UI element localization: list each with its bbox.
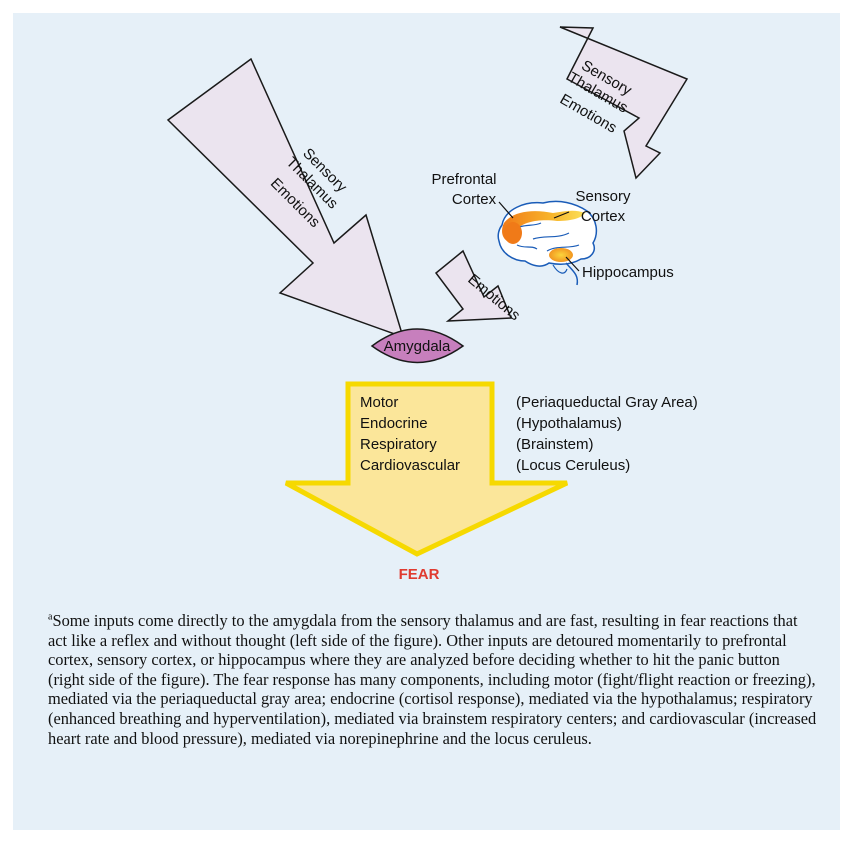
fear-label: FEAR bbox=[399, 566, 440, 583]
direct-input-arrow: Sensory Thalamus Emotions bbox=[166, 57, 405, 339]
caption-marker: a bbox=[48, 611, 53, 623]
prefrontal-highlight bbox=[504, 222, 522, 244]
caption-text: Some inputs come directly to the amygdal… bbox=[48, 611, 817, 748]
fear-pathway-diagram: Sensory Thalamus Emotions Sensory Thalam… bbox=[166, 26, 698, 583]
component-cardiovascular: Cardiovascular bbox=[360, 457, 460, 474]
prefrontal-label: Prefrontal Cortex bbox=[431, 171, 514, 219]
component-motor: Motor bbox=[360, 394, 398, 411]
mediator-list: (Periaqueductal Gray Area) (Hypothalamus… bbox=[516, 394, 698, 474]
brain-illustration bbox=[497, 200, 598, 286]
cortical-input-arrow: Sensory Thalamus Emotions bbox=[557, 26, 689, 180]
cortex-highlight bbox=[502, 210, 585, 241]
hippocampus-text: Hippocampus bbox=[582, 264, 674, 281]
sensory-cortex-line-1: Sensory bbox=[575, 188, 631, 205]
figure-caption: aSome inputs come directly to the amygda… bbox=[48, 611, 818, 748]
prefrontal-line-1: Prefrontal bbox=[431, 171, 496, 188]
component-respiratory: Respiratory bbox=[360, 436, 437, 453]
component-endocrine: Endocrine bbox=[360, 415, 428, 432]
mediator-locus-ceruleus: (Locus Ceruleus) bbox=[516, 457, 630, 474]
amygdala-node: Amygdala bbox=[370, 328, 465, 364]
figure-panel: Sensory Thalamus Emotions Sensory Thalam… bbox=[13, 13, 840, 830]
fear-output-arrow: Motor Endocrine Respiratory Cardiovascul… bbox=[284, 381, 569, 583]
sensory-cortex-label: Sensory Cortex bbox=[553, 188, 631, 225]
mediator-hypothalamus: (Hypothalamus) bbox=[516, 415, 622, 432]
mediator-periaqueductal: (Periaqueductal Gray Area) bbox=[516, 394, 698, 411]
hippocampus-label: Hippocampus bbox=[565, 256, 674, 281]
prefrontal-line-2: Cortex bbox=[452, 191, 497, 208]
sensory-cortex-line-2: Cortex bbox=[581, 208, 626, 225]
mediator-brainstem: (Brainstem) bbox=[516, 436, 594, 453]
amygdala-label: Amygdala bbox=[384, 338, 451, 355]
